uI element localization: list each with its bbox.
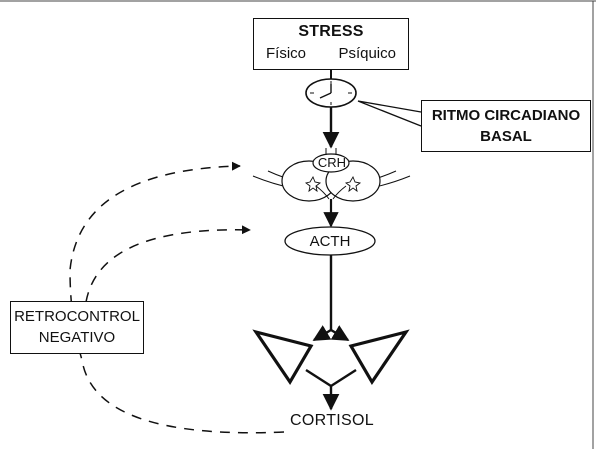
left-adrenal-gland — [252, 329, 314, 385]
hypothalamus-shape — [252, 148, 411, 202]
clock-icon — [305, 78, 357, 108]
circadian-label-line2: BASAL — [480, 128, 532, 145]
feedback-label-line1: RETROCONTROL — [14, 308, 140, 325]
arrow-to-left-adrenal — [312, 325, 332, 342]
arrow-to-right-adrenal — [330, 325, 350, 342]
circadian-label-line1: RITMO CIRCADIANO — [431, 107, 581, 124]
cortisol-label: CORTISOL — [290, 412, 374, 429]
feedback-path-inner — [85, 225, 251, 303]
feedback-label-line2: NEGATIVO — [38, 329, 116, 346]
stress-physical-label: Físico — [266, 45, 307, 62]
crh-label: CRH — [317, 155, 347, 170]
circadian-callout-pointer — [357, 100, 422, 127]
acth-label: ACTH — [309, 233, 351, 250]
feedback-path-outer — [69, 161, 285, 434]
stress-box: STRESS Físico Psíquico — [253, 18, 409, 70]
right-adrenal-output-line — [330, 368, 357, 388]
stress-title: STRESS — [298, 23, 364, 40]
negative-feedback-box: RETROCONTROL NEGATIVO — [10, 301, 144, 354]
left-adrenal-output-line — [305, 368, 332, 388]
right-adrenal-gland — [348, 329, 410, 385]
circadian-rhythm-box: RITMO CIRCADIANO BASAL — [421, 100, 591, 152]
stress-psychic-label: Psíquico — [338, 45, 396, 62]
